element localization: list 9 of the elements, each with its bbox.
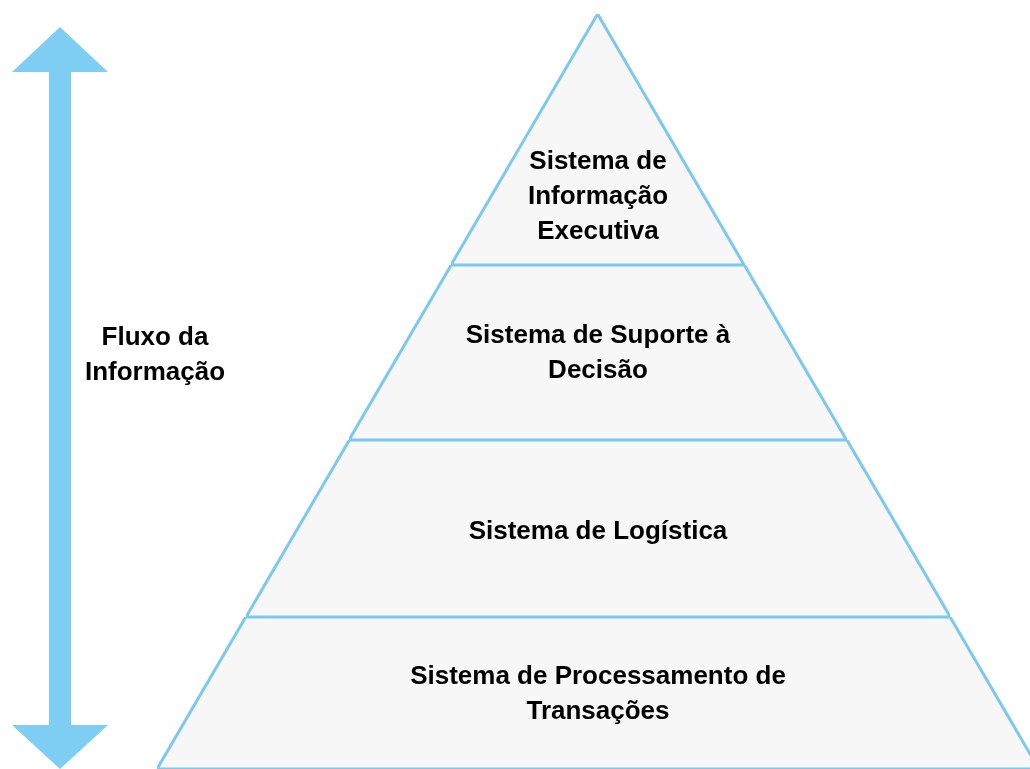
pyramid-level [451, 14, 745, 265]
pyramid-level [349, 265, 847, 440]
level-label: Sistema de Processamento de Transações [409, 659, 787, 727]
level-label: Sistema de Informação Executiva [526, 143, 670, 247]
pyramid-level [245, 440, 951, 617]
arrow-label: Fluxo da Informação [83, 320, 227, 388]
level-label: Sistema de Suporte à Decisão [464, 318, 732, 386]
level-label: Sistema de Logística [467, 513, 729, 547]
pyramid-level [157, 617, 1030, 769]
